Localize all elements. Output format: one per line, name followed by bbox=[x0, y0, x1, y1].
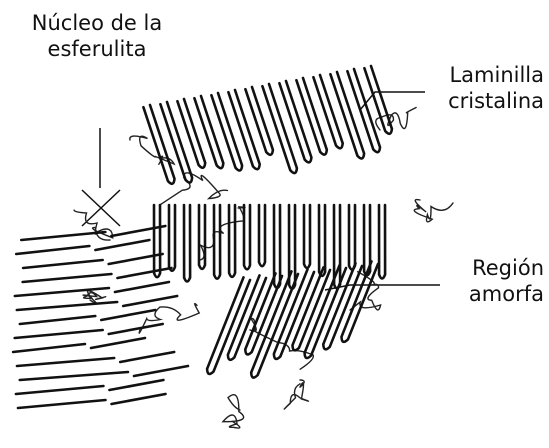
crystal-chain-fold bbox=[244, 205, 250, 269]
crystal-chain-segment bbox=[17, 296, 177, 310]
amorphous-region-label-line2: amorfa bbox=[400, 281, 544, 307]
crystal-chain-segment bbox=[23, 268, 172, 282]
crystalline-lamella-label: Laminilla cristalina bbox=[400, 62, 544, 114]
crystal-chain-segment bbox=[13, 338, 145, 352]
crystal-chain-segment bbox=[20, 310, 155, 324]
amorphous-chains bbox=[74, 108, 453, 429]
crystal-chain-fold bbox=[379, 205, 385, 279]
amorphous-tie-chain bbox=[139, 304, 199, 334]
nucleus-pointer bbox=[82, 128, 120, 226]
crystal-chain-segment bbox=[23, 254, 163, 268]
crystal-chain-fold bbox=[245, 87, 273, 155]
amorphous-region-label-line1: Región bbox=[400, 255, 544, 281]
crystal-chain-fold bbox=[313, 75, 342, 148]
crystal-chain-fold bbox=[319, 205, 325, 276]
crystalline-lamella-label-line2: cristalina bbox=[400, 88, 544, 114]
crystal-lamellae bbox=[13, 66, 392, 408]
crystal-chain-fold bbox=[184, 205, 190, 282]
crystal-chain-fold bbox=[143, 105, 174, 184]
crystal-chain-fold bbox=[304, 205, 310, 268]
crystalline-lamella-label-line1: Laminilla bbox=[400, 62, 544, 88]
crystal-chain-fold bbox=[349, 205, 355, 270]
crystal-chain-fold bbox=[214, 205, 220, 279]
crystal-chain-fold bbox=[177, 99, 205, 168]
nucleus-label-line2: esferulita bbox=[2, 36, 192, 62]
amorphous-tie-chain bbox=[159, 173, 227, 206]
amorphous-tie-chain bbox=[284, 380, 308, 409]
crystal-chain-segment bbox=[15, 282, 169, 296]
amorphous-tie-chain bbox=[223, 395, 244, 428]
amorphous-region-label: Región amorfa bbox=[400, 255, 544, 307]
crystal-chain-fold bbox=[154, 205, 160, 277]
crystal-chain-fold bbox=[259, 205, 265, 266]
amorphous-tie-chain bbox=[83, 291, 106, 304]
crystal-chain-segment bbox=[20, 366, 188, 380]
crystal-chain-segment bbox=[16, 380, 164, 394]
crystal-chain-segment bbox=[17, 352, 174, 366]
crystal-chain-segment bbox=[16, 240, 149, 254]
crystal-chain-fold bbox=[296, 78, 326, 155]
crystal-chain-fold bbox=[229, 205, 235, 277]
amorphous-tie-chain bbox=[414, 200, 453, 222]
amorphous-tie-chain bbox=[200, 207, 245, 260]
amorphous-tie-chain bbox=[250, 319, 313, 370]
crystal-chain-fold bbox=[194, 96, 223, 168]
nucleus-label: Núcleo de la esferulita bbox=[2, 10, 192, 62]
crystal-chain-fold bbox=[169, 205, 175, 271]
crystal-chain-fold bbox=[211, 93, 242, 170]
crystal-chain-segment bbox=[18, 394, 166, 408]
nucleus-label-line1: Núcleo de la bbox=[2, 10, 192, 36]
